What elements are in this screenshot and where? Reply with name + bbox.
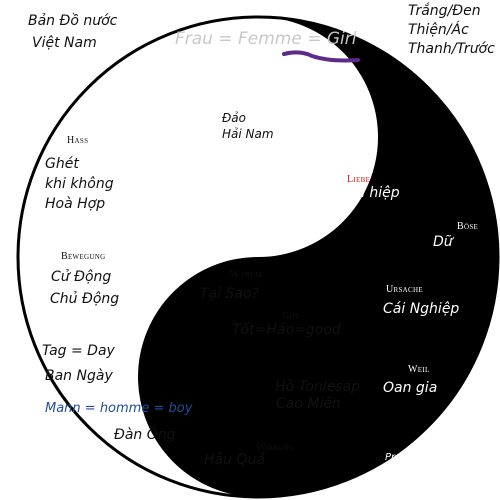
bottom-line-2: Plus/Minus: [385, 466, 439, 477]
dan-label: Đàn: [282, 71, 311, 87]
gut-label: Gut: [282, 311, 300, 322]
ban-dem-label: Ban Đêm: [307, 103, 372, 119]
ban-ngay-top-label: Ban Ngày: [136, 87, 204, 103]
hau-qua-label: Hậu Quả: [204, 452, 265, 468]
black-dot-text-2: Cao Miên: [276, 396, 341, 412]
map-title-line-1: Bản Đồ nước: [28, 13, 118, 29]
tag-day-label: Tag = Day: [42, 343, 115, 359]
dan-ong-label: Đàn Ông: [114, 427, 176, 443]
ghet-line-3: Hoà Hợp: [45, 196, 106, 212]
liebe-label: Liebe: [347, 174, 371, 185]
bose-label: Böse: [457, 221, 479, 232]
scribble-mark: [282, 50, 360, 63]
legend-line-3: Thanh/Trước: [408, 41, 495, 57]
tot-label: Tốt=Hảo=good: [232, 322, 341, 338]
white-dot: [218, 96, 282, 160]
ghet-line-1: Ghét: [45, 156, 79, 172]
legend-line-2: Thiện/Ác: [408, 22, 469, 38]
tinh-label: Tịnh: [236, 216, 267, 232]
bottom-line-3: Dien Nong/Dien Lanh: [385, 480, 492, 491]
black-dot-text-1: Hồ Tonlesap: [275, 379, 361, 395]
bottom-line-1: Proton/Negaton: [385, 452, 464, 463]
wirkung-label: Wirkung: [256, 442, 295, 453]
girl-label: Frau = Femme = Girl: [175, 29, 357, 49]
ban-ngay-bottom-label: Ban Ngày: [45, 368, 113, 384]
chu-dong-label: Chủ Động: [50, 291, 120, 307]
tag-de-label: Tag: [155, 72, 173, 83]
cu-dong-label: Cử Động: [51, 269, 112, 285]
ursache-label: Ursache: [386, 284, 423, 295]
warum-label: Warum: [230, 269, 262, 280]
tai-sao-label: Tại Sao?: [200, 286, 259, 302]
cai-nghiep-label: Cái Nghiệp: [383, 301, 460, 317]
black-dot: [220, 356, 276, 412]
boy-label: Mann = homme = boy: [45, 401, 193, 416]
white-dot-text-2: Hải Nam: [222, 127, 274, 141]
ruhe-label: Ruhe: [201, 203, 224, 214]
ghet-line-2: khi không: [45, 176, 114, 192]
tinh-yeu-label: Tình Yêu khi hoà hiệp: [250, 185, 400, 201]
map-title-line-2: Việt Nam: [32, 35, 97, 51]
ba-label: Bà: [333, 71, 352, 87]
bewegung-label: Bewegung: [61, 251, 106, 262]
hass-label: Hass: [67, 135, 89, 146]
oan-gia-label: Oan gia: [383, 380, 438, 396]
legend-line-1: Trắng/Đen: [408, 3, 481, 19]
weil-label: Weil: [408, 364, 430, 375]
du-label: Dữ: [433, 234, 453, 250]
white-dot-text-1: Đảo: [222, 111, 246, 125]
